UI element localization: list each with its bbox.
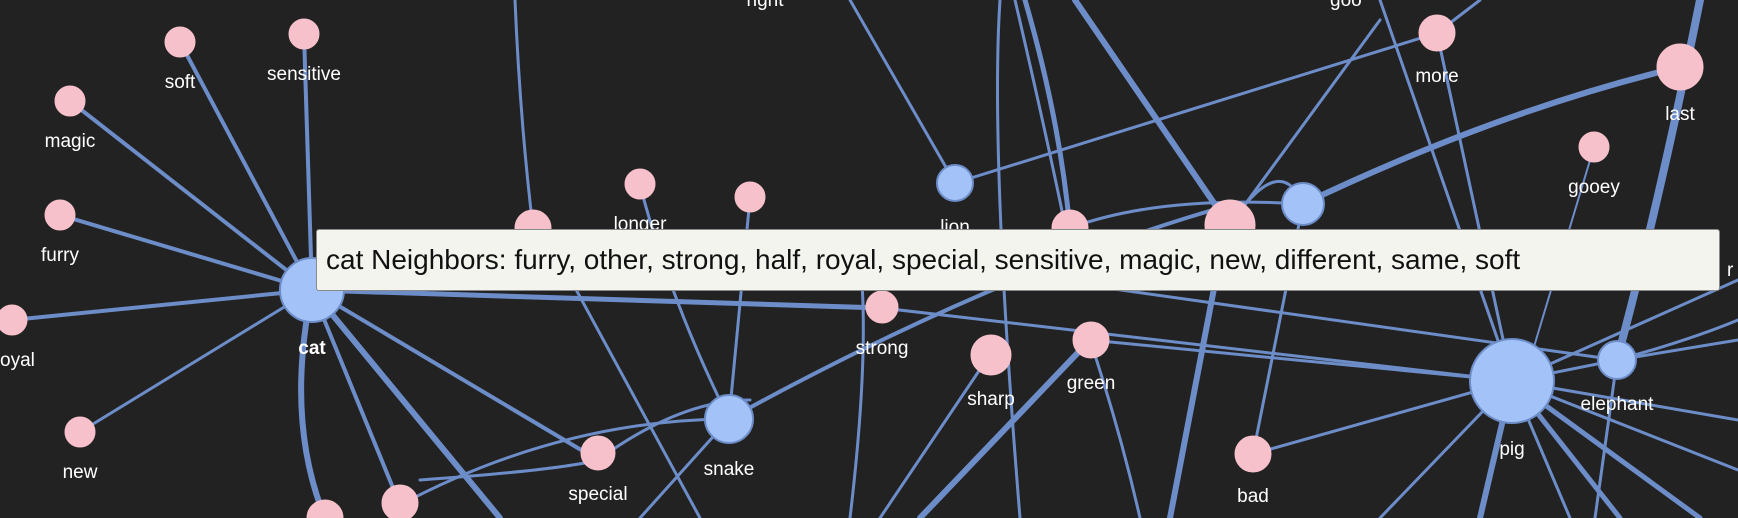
edge [68, 99, 314, 292]
label-bad: bad [1237, 486, 1269, 507]
label-royal: oyal [0, 350, 35, 371]
label-more: more [1415, 66, 1458, 87]
edge [1072, 0, 1232, 228]
label-right: right [747, 0, 785, 11]
node-strong[interactable] [865, 290, 899, 324]
label-good: goo [1330, 0, 1362, 11]
edge [309, 287, 503, 518]
node-unlabeled[interactable] [734, 181, 766, 213]
edge [513, 0, 535, 230]
edge [1088, 338, 1142, 518]
edge [309, 287, 885, 311]
neighbors-tooltip: cat Neighbors: furry, other, strong, hal… [316, 229, 1720, 291]
edge [1088, 338, 1514, 383]
node-lion[interactable] [936, 164, 974, 202]
label-snake: snake [704, 459, 755, 480]
edge [1251, 379, 1514, 456]
edge [727, 203, 1232, 421]
node-sensitive[interactable] [288, 18, 320, 50]
edge [1378, 0, 1514, 383]
node-new[interactable] [64, 416, 96, 448]
edge [398, 417, 731, 507]
edge [10, 288, 314, 322]
edge [1615, 338, 1738, 362]
edge [78, 288, 314, 434]
label-gooey: gooey [1568, 177, 1620, 198]
label-special: special [568, 484, 627, 505]
label-strong: strong [856, 338, 909, 359]
node-snake[interactable] [704, 394, 754, 444]
node-bad[interactable] [1234, 435, 1272, 473]
edge [848, 0, 957, 185]
edge [880, 306, 1514, 383]
edge [310, 288, 402, 507]
node-magic[interactable] [54, 85, 86, 117]
edge [1593, 358, 1619, 518]
labels: soft sensitive magic furry oyal new cat … [0, 0, 1734, 507]
edge [1435, 31, 1514, 383]
label-elephant: elephant [1581, 394, 1655, 415]
edge [298, 287, 328, 518]
label-last: last [1665, 104, 1695, 125]
node-pig[interactable] [1469, 338, 1555, 424]
node-royal[interactable] [0, 304, 28, 336]
label-cat: cat [298, 338, 326, 359]
edge [58, 213, 314, 292]
node-sharp[interactable] [970, 334, 1012, 376]
label-soft: soft [165, 72, 196, 93]
label-sensitive: sensitive [267, 64, 341, 85]
edge [953, 31, 1439, 185]
node-elephant[interactable] [1597, 340, 1637, 380]
edge [302, 32, 314, 292]
edge [638, 183, 731, 421]
label-furry: furry [41, 245, 80, 266]
edge [418, 458, 600, 482]
node-green[interactable] [1072, 321, 1110, 359]
edge [1300, 64, 1683, 207]
node-longer[interactable] [624, 168, 656, 200]
label-pig: pig [1499, 439, 1524, 460]
label-magic: magic [45, 131, 96, 152]
edge [878, 351, 993, 518]
label-new: new [63, 462, 98, 483]
label-edge-right: r [1727, 260, 1734, 281]
edge [848, 258, 865, 518]
node-unlabeled[interactable] [381, 484, 419, 518]
edge [1022, 0, 1073, 233]
edge [917, 337, 1093, 518]
node-furry[interactable] [44, 199, 76, 231]
node-unlabeled[interactable] [1281, 182, 1325, 226]
edge [1228, 18, 1382, 227]
label-sharp: sharp [967, 389, 1015, 410]
edge [178, 40, 314, 292]
edge [1068, 200, 1305, 230]
node-more[interactable] [1418, 14, 1456, 52]
node-last[interactable] [1656, 43, 1704, 91]
node-soft[interactable] [164, 26, 196, 58]
edge [310, 288, 600, 462]
node-unlabeled[interactable] [306, 499, 344, 518]
label-green: green [1067, 373, 1116, 394]
node-special[interactable] [580, 435, 616, 471]
node-gooey[interactable] [1578, 131, 1610, 163]
